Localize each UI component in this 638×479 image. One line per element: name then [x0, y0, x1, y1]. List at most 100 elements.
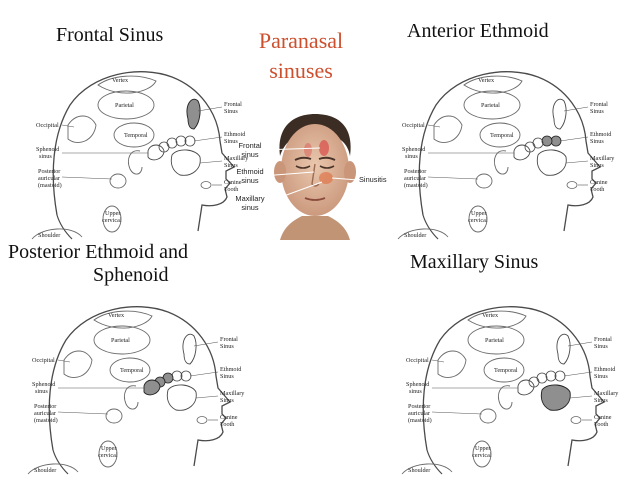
face-shape: [281, 124, 349, 216]
face-label-ethmoid-sinus: sinus: [241, 176, 259, 185]
label-parietal: Parietal: [111, 337, 130, 344]
neck-back-outline: [52, 449, 69, 475]
sphenoid-sinus-shape: [143, 379, 161, 396]
label-posterior: Posterior: [404, 168, 426, 175]
temporal-region: [113, 122, 155, 148]
parietal-region: [467, 325, 525, 355]
maxillary-pointer-line: [261, 181, 323, 205]
sphenoid-sinus-shape: [147, 144, 165, 161]
label-tooth: Tooth: [594, 421, 609, 428]
frontal-sinus-title: Frontal Sinus: [56, 24, 164, 46]
left-eye: [295, 165, 311, 169]
label-sphenoid: Sphenoid: [402, 146, 426, 153]
frontal-sinus-shape: [552, 98, 567, 130]
paranasal-title-line1: Paranasal: [258, 28, 344, 53]
label-ethmoid-sinus: Sinus: [220, 373, 234, 380]
maxillary-sinus-shape: [166, 384, 197, 411]
label-auricular: auricular: [34, 410, 56, 417]
label-canine: Canine: [594, 414, 612, 421]
label-sphenoid-sinus: sinus: [35, 388, 48, 395]
nose: [311, 163, 320, 187]
frontal-sinus-mark-left: [304, 143, 312, 157]
ear-shape: [494, 150, 509, 175]
label-temporal: Temporal: [124, 132, 148, 139]
frontal-sinus-shape: [186, 98, 201, 130]
label-ethmoid: Ethmoid: [220, 366, 242, 373]
label-pointer-lines: [427, 106, 589, 186]
label-mastoid: (mastoid): [38, 182, 62, 189]
label-tooth: Tooth: [590, 186, 605, 193]
ethmoid-sinus-cells: [154, 370, 192, 388]
occipital-region: [437, 350, 467, 378]
face-photo-illustration: Frontal sinus Ethmoid sinus Maxillary si…: [232, 108, 392, 240]
label-temporal: Temporal: [494, 367, 518, 374]
label-parietal: Parietal: [115, 102, 134, 109]
label-maxillary-sinus: Sinus: [220, 397, 234, 404]
canine-tooth: [200, 181, 212, 189]
head-outline: [48, 306, 232, 467]
label-maxillary: Maxillary: [220, 390, 245, 397]
label-ethmoid: Ethmoid: [224, 131, 246, 138]
label-sphenoid: Sphenoid: [32, 381, 56, 388]
label-temporal: Temporal: [120, 367, 144, 374]
label-posterior: Posterior: [408, 403, 430, 410]
maxillary-sinus-shape: [170, 149, 201, 176]
canine-tooth: [566, 181, 578, 189]
label-parietal: Parietal: [481, 102, 500, 109]
label-canine: Canine: [590, 179, 608, 186]
head-diagram-maxillary-sinus: Vertex Parietal Occipital Temporal Sphen…: [392, 290, 632, 475]
label-frontal: Frontal: [220, 336, 238, 343]
label-maxillary: Maxillary: [590, 155, 615, 162]
head-outline: [52, 71, 236, 232]
frontal-sinus-shape: [182, 333, 197, 365]
label-tooth: Tooth: [224, 186, 239, 193]
label-vertex: Vertex: [482, 312, 499, 319]
head-outline: [422, 306, 606, 467]
label-auricular: auricular: [404, 175, 426, 182]
face-label-maxillary-sinus: sinus: [241, 203, 259, 212]
label-pointer-lines: [431, 341, 593, 421]
label-mastoid: (mastoid): [408, 417, 432, 424]
label-vertex: Vertex: [112, 77, 129, 84]
posterior-ethmoid-title-line1: Posterior Ethmoid and: [8, 241, 188, 263]
label-frontal: Frontal: [590, 101, 608, 108]
label-upper: Upper: [471, 210, 486, 217]
right-ear: [344, 161, 356, 183]
label-frontal: Frontal: [224, 101, 242, 108]
neck-back-outline: [426, 449, 443, 475]
upper-cervical-region: [468, 205, 488, 233]
head-diagram-posterior-ethmoid: Vertex Parietal Occipital Temporal Sphen…: [18, 290, 258, 475]
label-ethmoid-sinus: Sinus: [590, 138, 604, 145]
mastoid-region: [105, 408, 123, 424]
label-canine: Canine: [224, 179, 242, 186]
sphenoid-sinus-shape: [513, 144, 531, 161]
label-tooth: Tooth: [220, 421, 235, 428]
shoulder-region: [31, 228, 83, 240]
occipital-region: [433, 115, 463, 143]
label-frontal-sinus: Sinus: [590, 108, 604, 115]
ethmoid-sinus-cells: [528, 370, 566, 388]
label-posterior: Posterior: [34, 403, 56, 410]
label-cervical: cervical: [472, 452, 492, 459]
label-pointer-lines: [57, 341, 219, 421]
mastoid-region: [475, 173, 493, 189]
frontal-pointer-line: [261, 147, 321, 151]
label-maxillary: Maxillary: [224, 155, 249, 162]
maxillary-sinus-mark: [319, 172, 333, 184]
label-maxillary-sinus: Sinus: [594, 397, 608, 404]
upper-cervical-region: [472, 440, 492, 468]
sinusitis-pointer-line: [331, 177, 359, 181]
maxillary-sinus-shape: [536, 149, 567, 176]
face-label-frontal-sinus: sinus: [241, 150, 259, 159]
parietal-region: [463, 90, 521, 120]
label-mastoid: (mastoid): [404, 182, 428, 189]
label-shoulder: Shoulder: [34, 467, 56, 474]
shoulder-region: [397, 228, 449, 240]
mastoid-region: [109, 173, 127, 189]
head-outline: [418, 71, 602, 232]
label-upper: Upper: [105, 210, 120, 217]
vertex-region: [463, 75, 523, 94]
label-sphenoid-sinus: sinus: [405, 153, 418, 160]
neck-shape: [280, 216, 350, 240]
maxillary-sinus-title: Maxillary Sinus: [410, 251, 539, 273]
